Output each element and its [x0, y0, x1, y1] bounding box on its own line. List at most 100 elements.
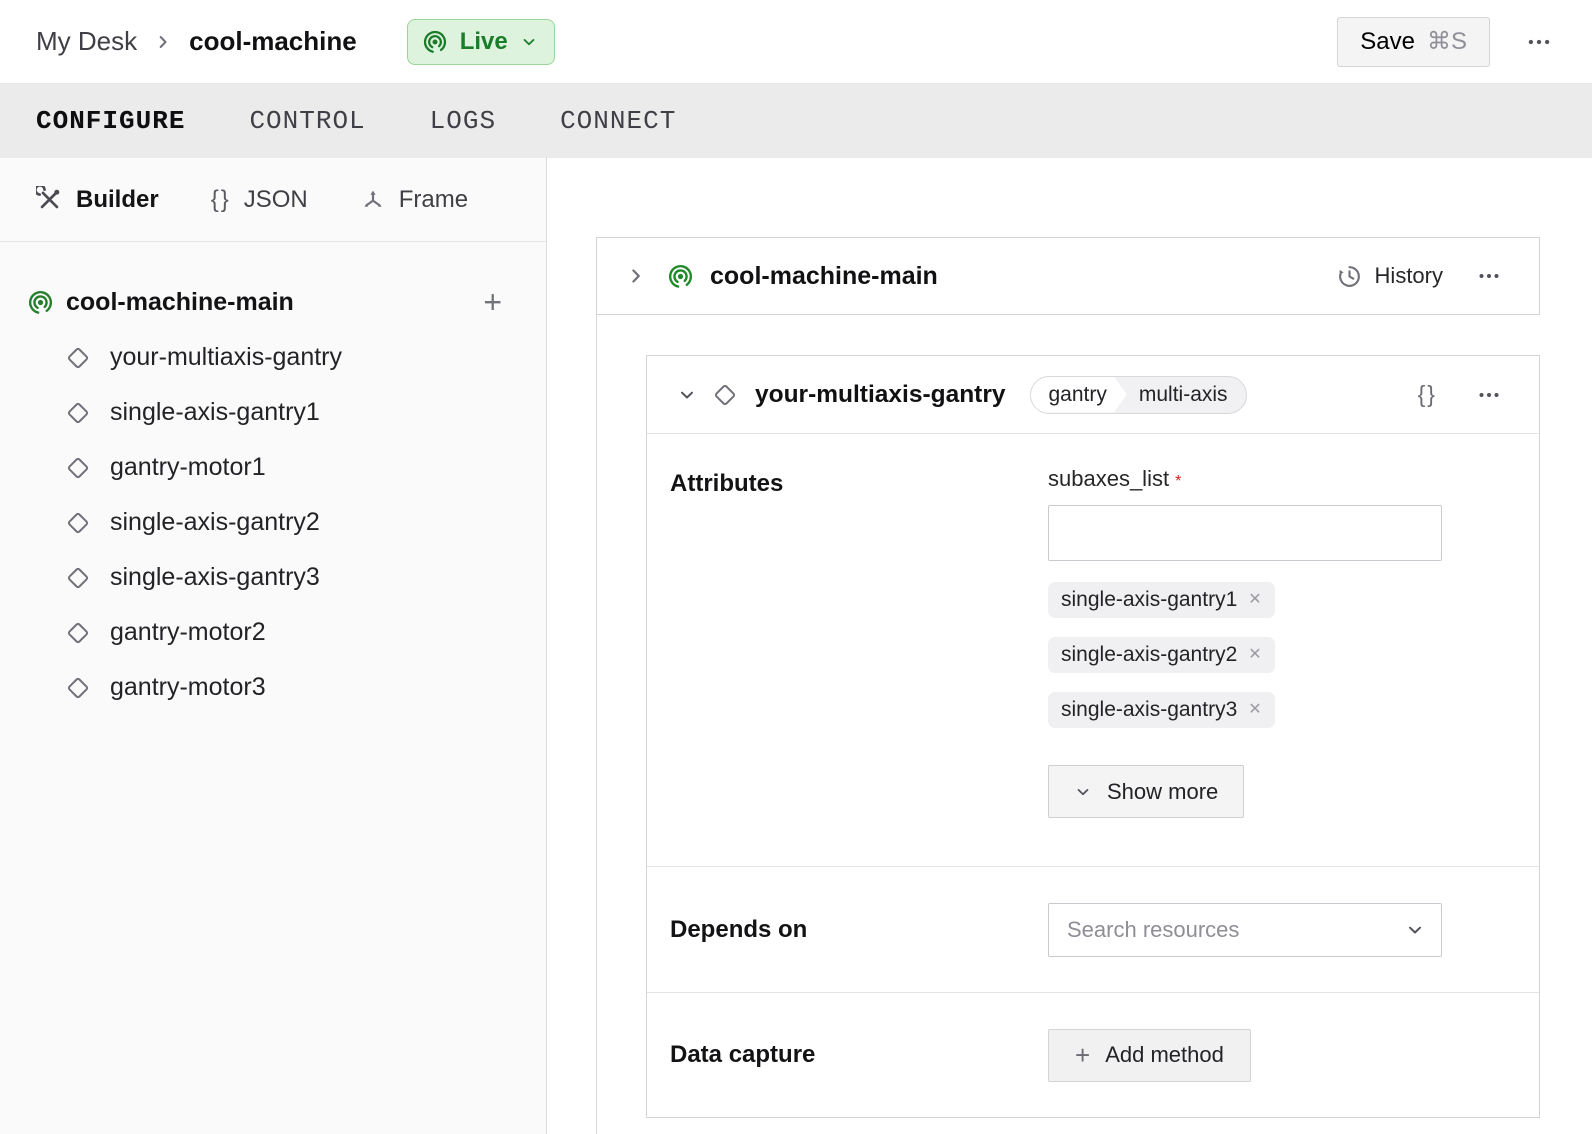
model-tag-capsule: gantry multi-axis — [1029, 375, 1247, 414]
mode-frame[interactable]: Frame — [360, 186, 468, 214]
tree-item-label: single-axis-gantry2 — [110, 508, 320, 536]
live-status-label: Live — [459, 27, 508, 55]
add-resource-button[interactable]: + — [483, 284, 502, 320]
collapse-chevron-down-icon[interactable] — [677, 385, 697, 405]
tree-item-label: gantry-motor1 — [110, 453, 266, 481]
broadcast-icon — [27, 288, 54, 316]
attributes-heading: Attributes — [670, 470, 784, 497]
chevron-down-icon — [1074, 783, 1092, 801]
component-title: your-multiaxis-gantry — [755, 380, 1006, 408]
chip-remove-icon[interactable]: ✕ — [1248, 646, 1262, 663]
braces-icon: {} — [210, 185, 231, 213]
tree-item-label: gantry-motor2 — [110, 618, 266, 646]
tree-item[interactable]: single-axis-gantry3 — [0, 550, 546, 605]
save-button[interactable]: Save ⌘S — [1337, 16, 1490, 67]
mode-builder[interactable]: Builder — [36, 186, 159, 214]
chevron-down-icon — [1405, 920, 1425, 940]
subaxis-chip: single-axis-gantry3 ✕ — [1048, 692, 1275, 728]
tools-icon — [36, 186, 63, 213]
component-diamond-icon — [66, 401, 90, 424]
subaxes-list-input[interactable] — [1048, 505, 1442, 561]
tree-item[interactable]: single-axis-gantry1 — [0, 385, 546, 440]
depends-on-search-input[interactable] — [1067, 916, 1405, 943]
chip-remove-icon[interactable]: ✕ — [1248, 701, 1262, 718]
tree-item-machine-root[interactable]: cool-machine-main + — [0, 274, 546, 330]
component-diamond-icon — [66, 346, 90, 369]
component-diamond-icon — [66, 566, 90, 589]
expand-chevron-right-icon[interactable] — [625, 265, 647, 287]
chevron-down-icon — [520, 33, 538, 51]
broadcast-icon — [421, 28, 448, 55]
data-capture-heading: Data capture — [670, 1041, 816, 1068]
component-diamond-icon — [66, 676, 90, 699]
depends-on-section: Depends on — [647, 866, 1539, 992]
subaxis-chip: single-axis-gantry1 ✕ — [1048, 582, 1275, 618]
data-capture-section: Data capture + Add method — [647, 992, 1539, 1117]
header-more-menu-button[interactable] — [1516, 19, 1562, 65]
tree-item-label: single-axis-gantry3 — [110, 563, 320, 591]
machine-name-title: cool-machine — [189, 26, 357, 56]
history-button-label: History — [1374, 263, 1443, 288]
machine-card-more-button[interactable] — [1467, 254, 1511, 298]
tree-item-label: your-multiaxis-gantry — [110, 343, 343, 371]
history-clock-icon — [1336, 263, 1363, 290]
tree-item-label: gantry-motor3 — [110, 673, 266, 701]
component-diamond-icon — [66, 621, 90, 644]
machine-part-card: cool-machine-main History — [596, 237, 1540, 315]
frame-axes-icon — [360, 187, 386, 213]
tree-item[interactable]: gantry-motor3 — [0, 660, 546, 715]
tree-item[interactable]: gantry-motor1 — [0, 440, 546, 495]
mode-builder-label: Builder — [76, 185, 159, 213]
history-button[interactable]: History — [1336, 263, 1443, 290]
tab-connect[interactable]: CONNECT — [560, 106, 677, 136]
required-asterisk: * — [1175, 473, 1182, 490]
component-more-button[interactable] — [1467, 373, 1511, 417]
attributes-section: Attributes subaxes_list * single-axis-gan… — [647, 434, 1539, 866]
tree-item[interactable]: your-multiaxis-gantry — [0, 330, 546, 385]
live-status-dropdown[interactable]: Live — [406, 18, 555, 65]
depends-on-heading: Depends on — [670, 915, 808, 943]
resource-tree: cool-machine-main + your-multiaxis-gantr… — [0, 242, 546, 715]
save-shortcut-hint: ⌘S — [1426, 28, 1467, 55]
tree-item[interactable]: single-axis-gantry2 — [0, 495, 546, 550]
breadcrumb: My Desk cool-machine — [36, 26, 357, 57]
component-diamond-icon — [66, 511, 90, 534]
chip-label: single-axis-gantry3 — [1061, 698, 1238, 721]
component-diamond-icon — [713, 383, 737, 406]
show-more-button[interactable]: Show more — [1048, 765, 1245, 818]
component-card-header: your-multiaxis-gantry gantry multi-axis … — [647, 356, 1539, 434]
top-header: My Desk cool-machine Live Save ⌘S — [0, 0, 1592, 84]
tree-item-label: single-axis-gantry1 — [110, 398, 320, 426]
chip-label: single-axis-gantry1 — [1061, 588, 1238, 611]
tab-configure[interactable]: CONFIGURE — [36, 106, 186, 136]
mode-json-label: JSON — [243, 185, 308, 213]
config-main-panel: cool-machine-main History — [547, 158, 1592, 1134]
plus-icon: + — [1075, 1040, 1091, 1070]
subaxes-list-label: subaxes_list — [1048, 466, 1170, 491]
show-more-label: Show more — [1107, 778, 1219, 804]
broadcast-icon — [667, 262, 694, 290]
tree-item[interactable]: gantry-motor2 — [0, 605, 546, 660]
mode-frame-label: Frame — [398, 185, 469, 213]
model-tag: multi-axis — [1138, 382, 1228, 406]
subaxes-chip-list: single-axis-gantry1 ✕ single-axis-gantry… — [1048, 582, 1442, 728]
chip-label: single-axis-gantry2 — [1061, 643, 1238, 666]
nesting-guide-line — [596, 315, 597, 1134]
add-method-button[interactable]: + Add method — [1048, 1028, 1251, 1082]
depends-on-select[interactable] — [1048, 902, 1442, 957]
chip-remove-icon[interactable]: ✕ — [1248, 591, 1262, 608]
subaxis-chip: single-axis-gantry2 ✕ — [1048, 637, 1275, 673]
tab-logs[interactable]: LOGS — [429, 106, 497, 136]
edit-json-button[interactable]: {} — [1417, 381, 1437, 407]
machine-part-title: cool-machine-main — [710, 261, 938, 290]
config-sidebar: Builder {} JSON Frame — [0, 158, 547, 1134]
tab-control[interactable]: CONTROL — [249, 106, 366, 136]
field-label-row: subaxes_list * — [1048, 466, 1442, 492]
sidebar-mode-switcher: Builder {} JSON Frame — [0, 158, 546, 242]
model-family-tag: gantry — [1031, 377, 1127, 413]
breadcrumb-parent-link[interactable]: My Desk — [36, 26, 138, 56]
component-diamond-icon — [66, 456, 90, 479]
main-tab-bar: CONFIGURE CONTROL LOGS CONNECT — [0, 84, 1592, 158]
mode-json[interactable]: {} JSON — [211, 186, 308, 214]
